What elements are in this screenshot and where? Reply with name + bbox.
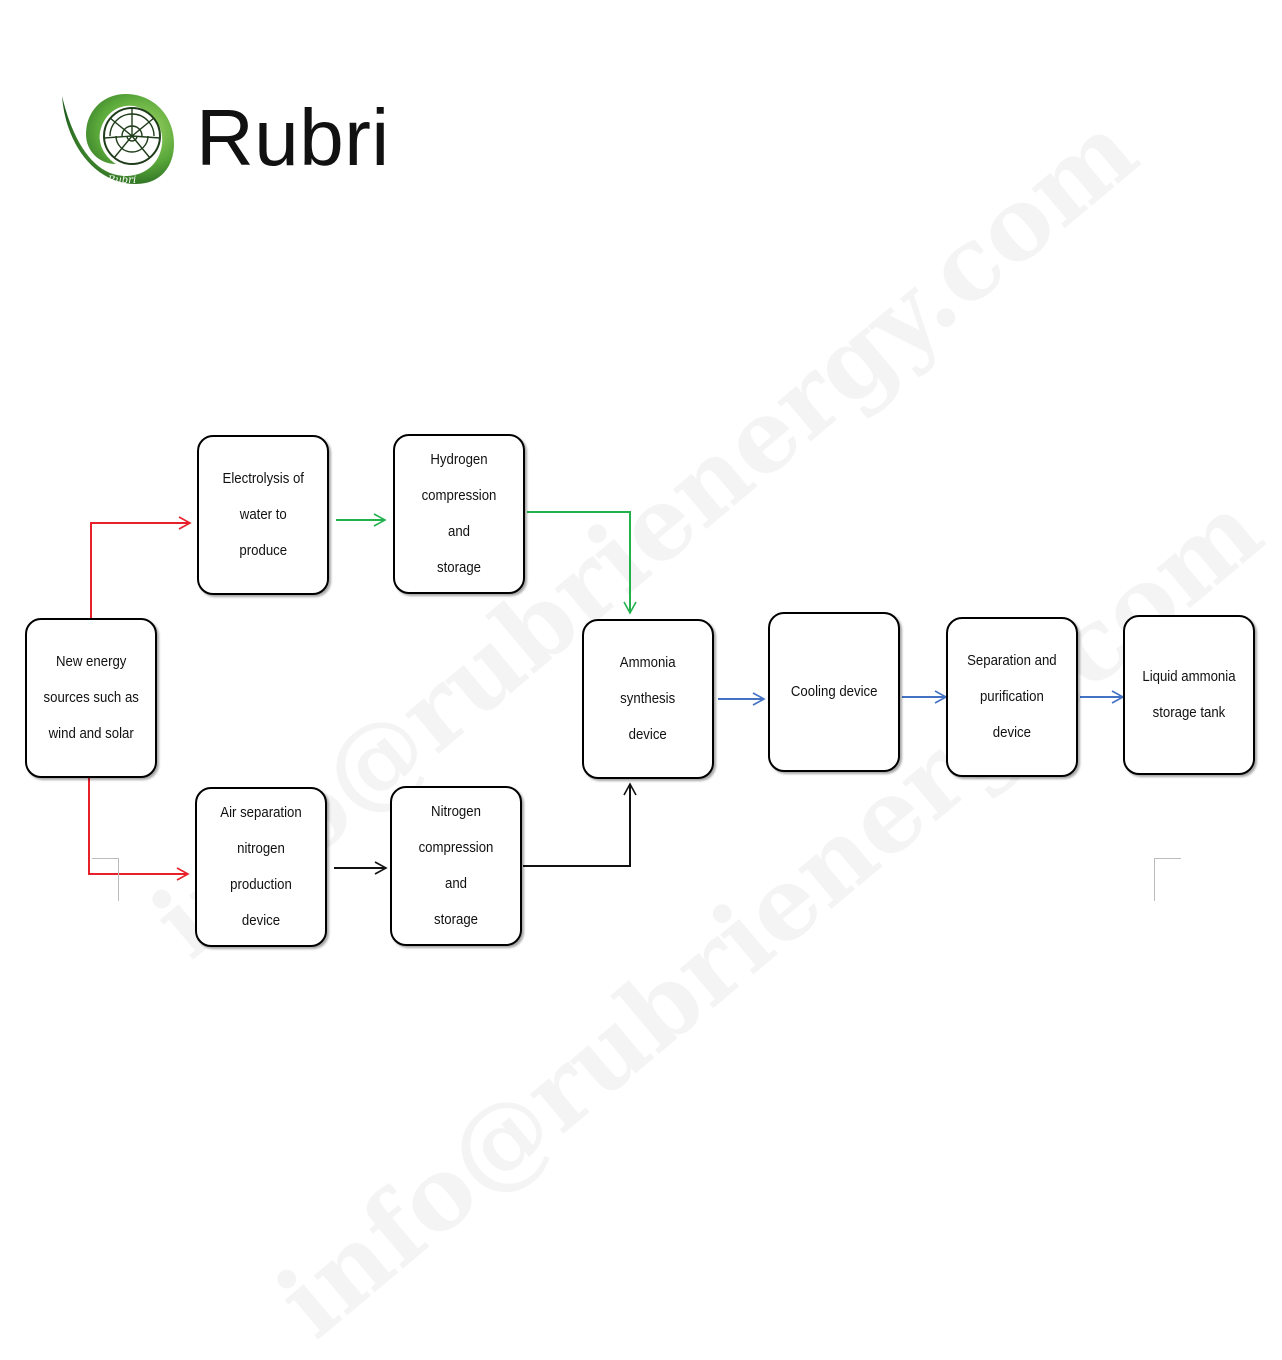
crop-mark (92, 858, 119, 901)
edge-new-energy-to-electrolysis (90, 516, 192, 618)
brand-header: Rubri Rubri (56, 86, 390, 190)
ammonia-process-flow-diagram: New energy sources such as wind and sola… (25, 434, 1255, 947)
node-label: Electrolysis of water to produce (222, 470, 304, 559)
node-label: Separation and purification device (967, 652, 1057, 741)
edge-new-energy-to-air-separation (88, 778, 190, 881)
node-new-energy: New energy sources such as wind and sola… (25, 618, 157, 778)
node-air-separation: Air separation nitrogen production devic… (195, 787, 327, 947)
node-nitrogen-storage: Nitrogen compression and storage (390, 786, 522, 946)
node-cooling: Cooling device (768, 612, 900, 772)
node-label: Hydrogen compression and storage (421, 451, 497, 576)
node-label: Air separation nitrogen production devic… (220, 804, 302, 929)
node-ammonia-synthesis: Ammonia synthesis device (582, 619, 714, 779)
node-label: New energy sources such as wind and sola… (43, 653, 139, 742)
logo-emblem-text: Rubri (107, 175, 136, 186)
node-label: Nitrogen compression and storage (418, 803, 494, 928)
brand-name: Rubri (196, 93, 390, 182)
node-label: Cooling device (790, 683, 878, 700)
node-electrolysis: Electrolysis of water to produce (197, 435, 329, 595)
node-label: Ammonia synthesis device (620, 654, 676, 743)
crop-mark (1154, 858, 1181, 901)
edge-nitrogen-to-ammonia (523, 782, 637, 867)
connectors (88, 511, 1125, 881)
node-liquid-ammonia: Liquid ammonia storage tank (1123, 615, 1255, 775)
edge-hydrogen-to-ammonia (527, 511, 637, 615)
node-separation: Separation and purification device (946, 617, 1078, 777)
node-hydrogen-storage: Hydrogen compression and storage (393, 434, 525, 594)
node-label: Liquid ammonia storage tank (1142, 668, 1236, 721)
nautilus-logo-icon: Rubri (56, 86, 178, 190)
